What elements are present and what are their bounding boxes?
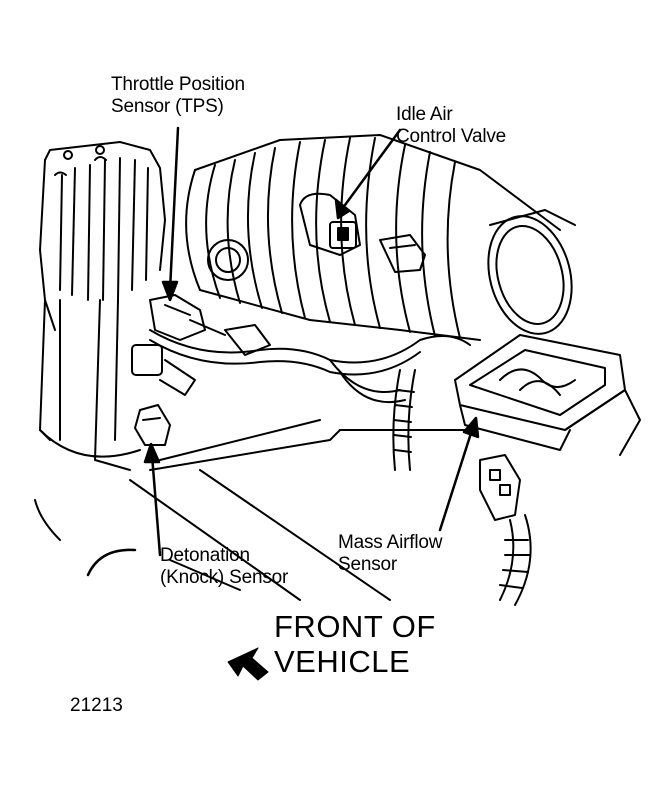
air-intake-duct-drawing — [185, 134, 576, 341]
figure-number: 21213 — [70, 695, 123, 716]
engine-block-drawing — [34, 141, 471, 601]
knock-label-line1: Detonation — [160, 545, 250, 566]
tps-label-line2: Sensor (TPS) — [111, 96, 224, 117]
mass-airflow-sensor-drawing — [454, 334, 641, 606]
idle-air-control-valve-drawing — [299, 192, 426, 273]
wiring-harness-drawing — [149, 294, 471, 471]
leader-arrows — [86, 126, 480, 577]
maf-label-line1: Mass Airflow — [338, 532, 443, 553]
knock-label-line2: (Knock) Sensor — [160, 567, 289, 588]
iac-label-line2: Control Valve — [396, 126, 507, 147]
iac-label-line1: Idle Air — [396, 104, 453, 125]
maf-label-line2: Sensor — [338, 554, 398, 575]
arrow-left-down-icon — [227, 647, 269, 681]
front-of-vehicle-line2: VEHICLE — [274, 644, 411, 679]
knock-sensor-drawing — [131, 344, 196, 446]
front-of-vehicle-line1: FRONT OF — [274, 609, 436, 644]
tps-label-line1: Throttle Position — [111, 74, 245, 95]
